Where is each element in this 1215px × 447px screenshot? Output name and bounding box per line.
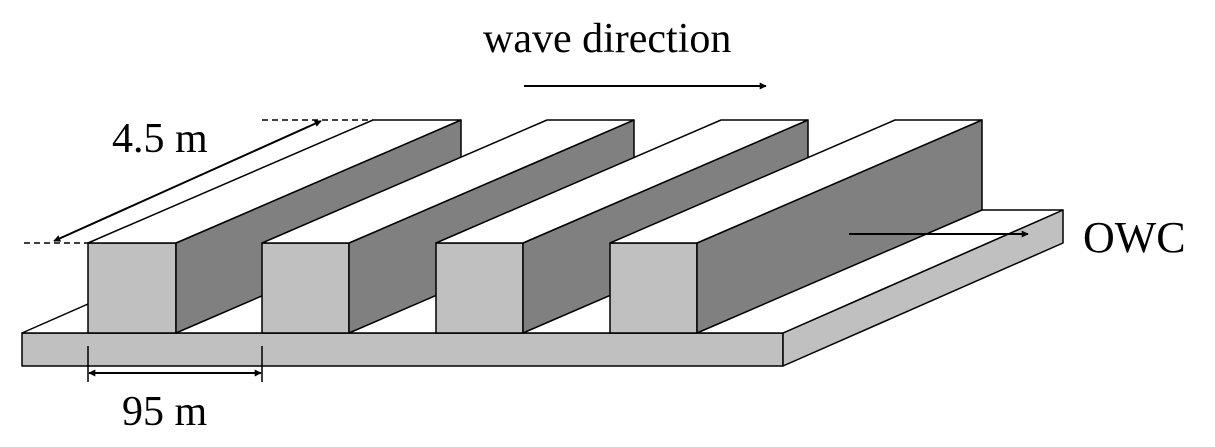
owc-label: OWC	[1083, 213, 1186, 262]
length-dimension-line	[53, 120, 322, 242]
wall-3-front	[435, 242, 524, 334]
owc-indicator: OWC	[849, 213, 1186, 262]
wall-2-front	[261, 242, 350, 334]
spacing-dimension: 95 m	[87, 346, 263, 435]
wall-1-front	[87, 242, 177, 334]
wall-4	[609, 119, 983, 334]
length-dimension: 4.5 m	[24, 116, 373, 244]
wall-4-front	[609, 242, 698, 334]
wave-direction-indicator: wave direction	[483, 16, 767, 90]
wall-4-top	[609, 119, 983, 244]
wall-2-top	[261, 119, 635, 244]
wall-3-top	[435, 119, 809, 244]
wave-direction-label: wave direction	[483, 16, 731, 62]
base-plate-front	[21, 332, 784, 367]
length-label: 4.5 m	[112, 116, 208, 162]
spacing-label: 95 m	[122, 389, 208, 435]
